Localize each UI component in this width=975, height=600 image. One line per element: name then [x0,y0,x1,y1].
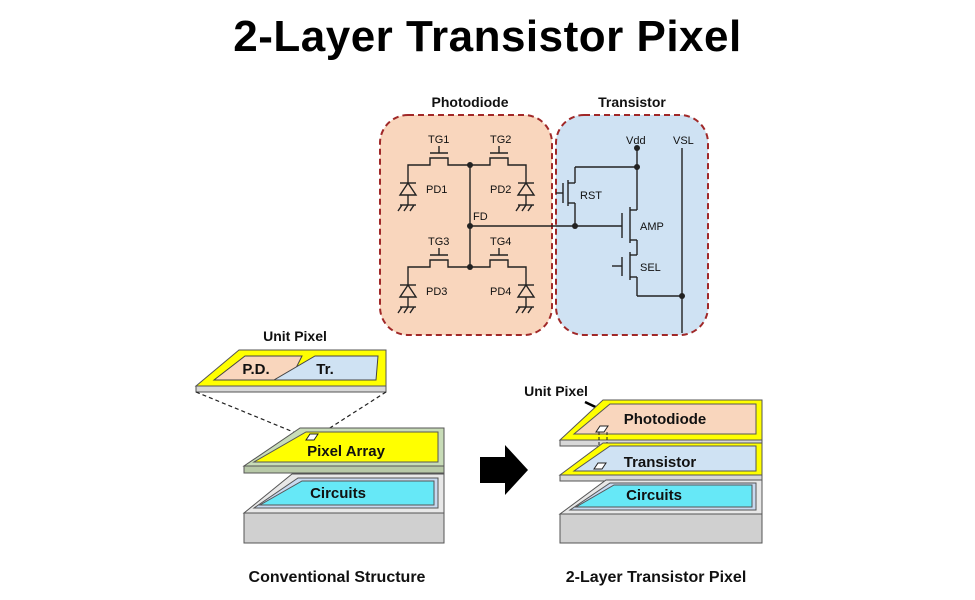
conventional-circuits-slab: Circuits [242,473,445,544]
sel-label: SEL [640,262,661,274]
fd-label: FD [473,211,488,223]
transistor-heading: Transistor [598,94,666,110]
transistor-layer: Transistor [558,442,763,482]
conventional-caption: Conventional Structure [249,569,426,586]
pd2-label: PD2 [490,184,511,196]
photodiode-layer-label: Photodiode [624,411,707,428]
amp-label: AMP [640,221,664,233]
transistor-region: Transistor [555,94,709,336]
conventional-unit-pixel-label: Unit Pixel [263,328,327,344]
vsl-label: VSL [673,135,694,147]
tr-block-label: Tr. [316,361,334,378]
tg2-label: TG2 [490,134,511,146]
pd3-label: PD3 [426,286,447,298]
photodiode-box [379,114,553,336]
two-layer-unit-pixel-label: Unit Pixel [524,383,588,399]
circuit-wiring [397,145,685,333]
tg4-label: TG4 [490,236,511,248]
pixel-array-label: Pixel Array [307,443,385,460]
two-layer-circuits-slab: Circuits [558,479,763,544]
photodiode-layer: Photodiode [558,399,763,447]
transistor-box [555,114,709,336]
photodiode-region: Photodiode [379,94,553,336]
vdd-label: Vdd [626,135,646,147]
two-layer-caption: 2-Layer Transistor Pixel [566,569,747,586]
conventional-structure: Unit Pixel P.D. Tr. Pixel Array Circuits [194,328,445,586]
two-layer-structure: Unit Pixel Photodiode Transistor Circuit… [524,383,763,586]
pd4-label: PD4 [490,286,511,298]
pd1-label: PD1 [426,184,447,196]
pixel-array-layer: Pixel Array [242,427,445,474]
right-arrow-icon [480,445,528,495]
unit-pixel-card: P.D. Tr. [194,349,387,393]
schematic-labels: TG1 TG2 TG3 TG4 PD1 PD2 PD3 PD4 FD Vdd V… [426,134,694,298]
conventional-circuits-label: Circuits [310,485,366,502]
transistor-layer-label: Transistor [624,454,697,471]
rst-label: RST [580,190,602,202]
tg1-label: TG1 [428,134,449,146]
pd-block-label: P.D. [242,361,269,378]
photodiode-heading: Photodiode [432,94,509,110]
page-title: 2-Layer Transistor Pixel [233,12,742,61]
tg3-label: TG3 [428,236,449,248]
two-layer-circuits-label: Circuits [626,487,682,504]
